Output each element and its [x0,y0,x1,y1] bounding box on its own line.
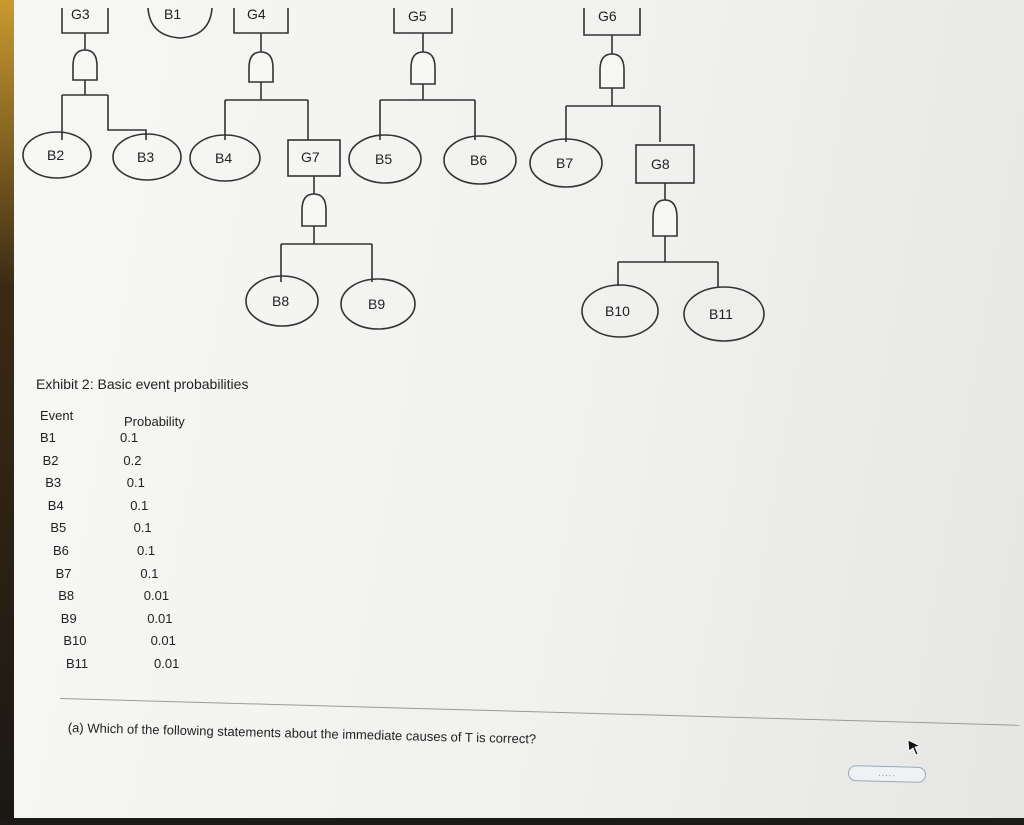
and-gate-g5 [410,51,436,85]
and-gate-g7 [301,193,327,227]
probability-cell: 0.2 [123,452,142,468]
probability-cell: 0.01 [154,656,180,671]
event-cell: B11 [66,656,89,671]
and-gate-g4 [248,51,274,83]
column-header-event: Event [40,408,74,423]
event-oval-b11 [683,286,765,342]
event-oval-b5 [348,134,422,184]
event-cell: B8 [58,588,75,604]
event-cell: B2 [42,452,59,468]
event-oval-b9 [340,278,416,330]
label-g4: G4 [247,6,266,22]
label-b11: B11 [709,306,733,322]
event-oval-b8 [245,275,319,327]
and-gate-g6 [599,53,625,89]
event-oval-b7 [529,138,603,188]
label-b8: B8 [272,293,289,309]
event-cell: B1 [40,430,56,445]
label-b9: B9 [368,296,385,312]
photo-edge-left [0,0,14,825]
label-g8: G8 [651,156,670,172]
event-cell: B7 [55,565,72,581]
probability-cell: 0.01 [143,588,170,604]
probability-cell: 0.1 [130,497,149,513]
event-oval-b2 [22,131,92,179]
exhibit-title: Exhibit 2: Basic event probabilities [36,376,249,392]
event-cell: B5 [50,520,67,536]
probability-cell: 0.1 [120,430,139,445]
label-g7: G7 [301,149,320,165]
label-b10: B10 [605,303,630,319]
label-g3: G3 [71,6,90,22]
event-cell: B3 [45,475,62,491]
event-oval-b6 [443,135,517,185]
and-gate-g3 [72,49,98,81]
label-b5: B5 [375,151,392,167]
label-g5: G5 [408,8,427,24]
label-b7: B7 [556,155,573,171]
probability-cell: 0.01 [147,610,173,626]
mouse-cursor-icon [907,739,922,756]
probability-cell: 0.1 [140,565,159,581]
label-b2: B2 [47,147,64,163]
more-options-button[interactable]: ..... [847,764,927,784]
event-oval-b3 [112,133,182,181]
event-cell: B9 [60,610,77,626]
photo-edge-bottom [0,818,1024,825]
fault-tree-diagram: G3 B1 G4 G5 G6 B2 B3 B4 G7 B5 B6 B7 G8 B… [22,6,765,342]
label-b1: B1 [164,6,181,22]
label-b3: B3 [137,149,154,165]
event-cell: B4 [47,497,64,513]
probability-cell: 0.1 [137,543,156,558]
event-oval-b4 [189,134,261,182]
document-screen [14,0,1024,818]
label-g6: G6 [598,8,617,24]
probability-cell: 0.01 [150,633,176,649]
event-cell: B6 [53,543,69,558]
probability-cell: 0.1 [126,475,145,491]
probability-cell: 0.1 [133,520,152,536]
label-b6: B6 [470,152,487,168]
event-oval-b10 [581,284,659,338]
label-b4: B4 [215,150,232,166]
column-header-probability: Probability [124,414,185,429]
and-gate-g8 [652,199,678,237]
event-oval-b1 [147,7,213,39]
event-cell: B10 [63,633,87,649]
